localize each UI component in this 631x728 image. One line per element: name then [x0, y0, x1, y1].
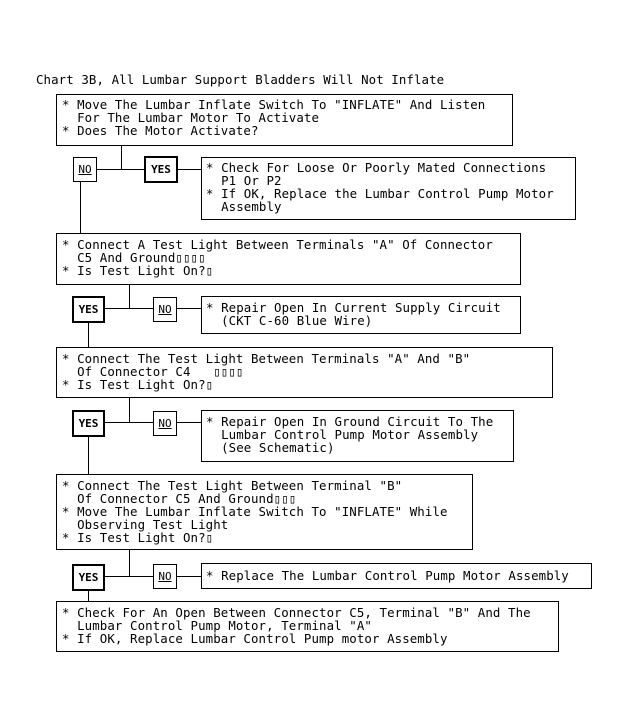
step-3-action-line-2: Lumbar Control Pump Motor Assembly [206, 427, 479, 442]
step-1-action-line-1: * Check For Loose Or Poorly Mated Connec… [206, 160, 547, 175]
step-2-action-line-2: (CKT C-60 Blue Wire) [206, 313, 373, 328]
connector [177, 308, 201, 309]
step-4-line-5: * Is Test Light On?▯ [62, 530, 214, 545]
step-3-action-box [201, 410, 514, 462]
step-2-action-line-1: * Repair Open In Current Supply Circuit [206, 300, 501, 315]
connector [178, 169, 201, 170]
step-5-line-3: * If OK, Replace Lumbar Control Pump mot… [62, 631, 448, 646]
step-3-line-2: Of Connector C4 ▯▯▯▯ [62, 364, 244, 379]
step-4-action-box [201, 563, 592, 589]
connector [105, 576, 153, 577]
no-label: NO [153, 411, 177, 436]
connector [129, 550, 130, 576]
step-5-box [56, 601, 559, 652]
connector [80, 182, 81, 233]
step-2-box [56, 233, 521, 285]
step-1-action-line-4: Assembly [206, 199, 282, 214]
step-3-action-line-1: * Repair Open In Ground Circuit To The [206, 414, 494, 429]
yes-label: YES [72, 564, 105, 591]
step-2-line-2: C5 And Ground▯▯▯▯ [62, 250, 206, 265]
yes-label: YES [72, 296, 105, 323]
chart-title: Chart 3B, All Lumbar Support Bladders Wi… [36, 72, 445, 87]
no-label: NO [73, 157, 97, 182]
connector [129, 398, 130, 422]
yes-label: YES [72, 410, 105, 437]
connector [129, 285, 130, 308]
connector [121, 146, 122, 169]
connector [177, 576, 201, 577]
step-4-line-2: Of Connector C5 And Ground▯▯▯ [62, 491, 297, 506]
step-4-line-4: Observing Test Light [62, 517, 229, 532]
step-3-box [56, 347, 553, 398]
step-4-line-3: * Move The Lumbar Inflate Switch To "INF… [62, 504, 448, 519]
connector [88, 436, 89, 474]
step-2-line-3: * Is Test Light On?▯ [62, 263, 214, 278]
no-label: NO [153, 564, 177, 589]
step-3-line-3: * Is Test Light On?▯ [62, 377, 214, 392]
connector [105, 308, 153, 309]
step-1-action-box [201, 157, 576, 220]
connector [96, 169, 144, 170]
step-3-line-1: * Connect The Test Light Between Termina… [62, 351, 471, 366]
connector [177, 422, 201, 423]
step-5-line-2: Lumbar Control Pump Motor, Terminal "A" [62, 618, 372, 633]
step-2-line-1: * Connect A Test Light Between Terminals… [62, 237, 493, 252]
step-2-action-box [201, 296, 521, 334]
connector [105, 422, 153, 423]
yes-label: YES [144, 156, 178, 183]
connector [88, 590, 89, 601]
step-1-line-2: For The Lumbar Motor To Activate [62, 110, 320, 125]
step-3-action-line-3: (See Schematic) [206, 440, 335, 455]
step-4-action-line-1: * Replace The Lumbar Control Pump Motor … [206, 568, 569, 583]
connector [88, 322, 89, 347]
no-label: NO [153, 297, 177, 322]
step-5-line-1: * Check For An Open Between Connector C5… [62, 605, 531, 620]
step-4-line-1: * Connect The Test Light Between Termina… [62, 478, 403, 493]
step-4-box [56, 474, 473, 550]
step-1-action-line-2: P1 Or P2 [206, 173, 282, 188]
step-1-line-3: * Does The Motor Activate? [62, 123, 259, 138]
step-1-line-1: * Move The Lumbar Inflate Switch To "INF… [62, 97, 486, 112]
step-1-action-line-3: * If OK, Replace the Lumbar Control Pump… [206, 186, 554, 201]
step-1-box [56, 94, 513, 146]
